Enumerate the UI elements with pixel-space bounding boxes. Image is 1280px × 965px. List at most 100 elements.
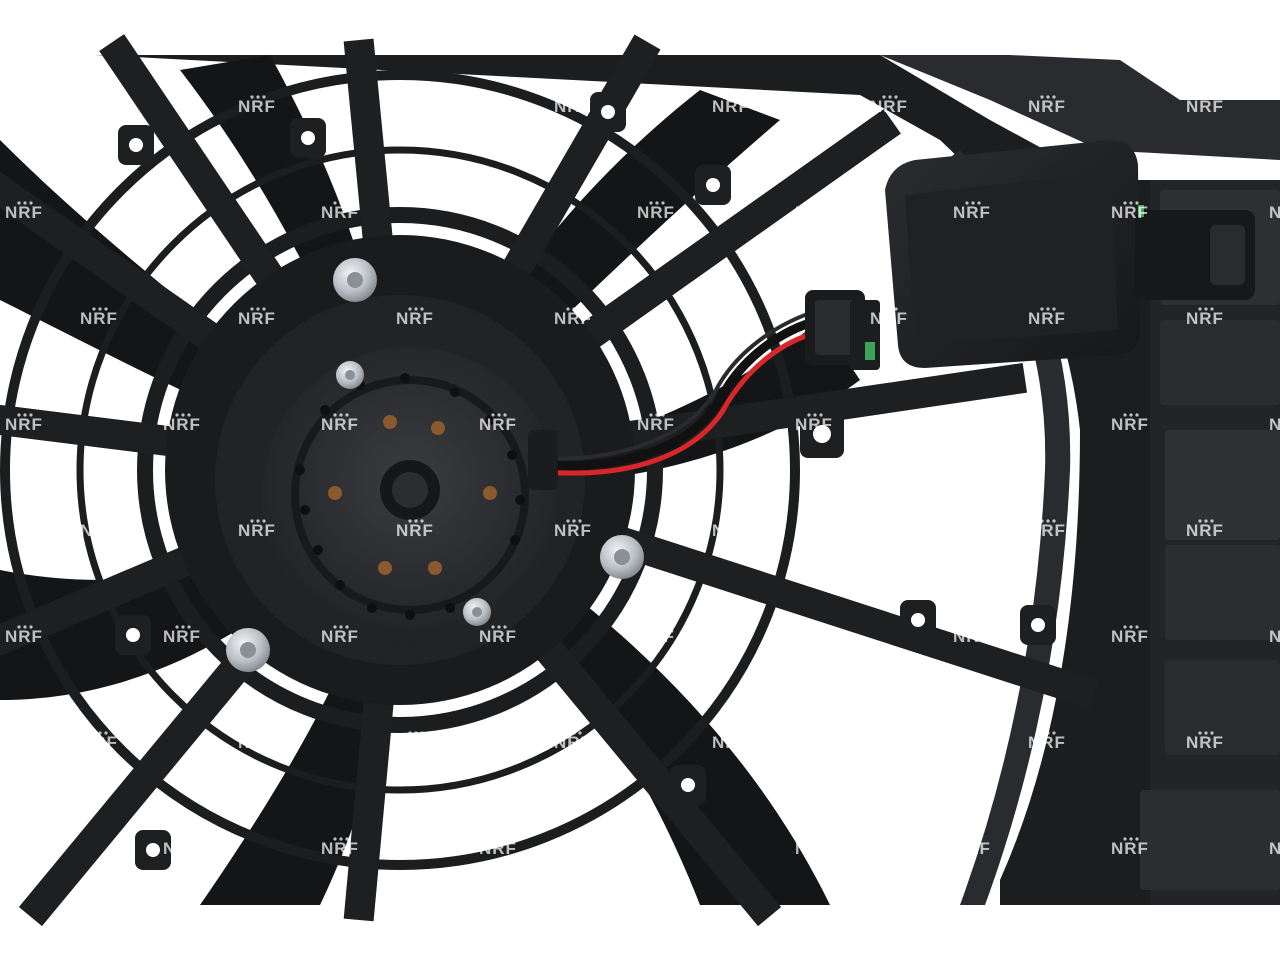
nrf-watermark-logo: NRF [1111,201,1148,222]
watermark-dot [807,413,811,417]
nrf-watermark-logo: NRF [5,413,42,434]
watermark-dot [420,731,424,735]
watermark-dot [661,413,665,417]
watermark-text: NRF [396,733,434,752]
watermark-dot [888,95,892,99]
watermark-dot [730,95,734,99]
watermark-dot [503,413,507,417]
watermark-dot [1129,625,1133,629]
watermark-text: NRF [554,733,592,752]
watermark-dot [333,413,337,417]
watermark-dot [175,201,179,205]
watermark-dot [187,201,191,205]
watermark-dot [971,837,975,841]
watermark-dot [566,95,570,99]
watermark-dot [187,837,191,841]
nrf-watermark-logo: NRF [396,307,434,328]
watermark-text: NRF [712,97,750,116]
watermark-dot [882,731,886,735]
nrf-watermark-logo: NRF [1269,627,1280,646]
watermark-dot [813,625,817,629]
nrf-watermark-logo: NRF [396,95,433,116]
watermark-dot [724,307,728,311]
blade-guard-rings [0,70,800,870]
watermark-dot [724,731,728,735]
nrf-watermark-logo: NRF [321,625,358,646]
watermark-dot [181,625,185,629]
watermark-dot [262,731,266,735]
watermark-dot [181,201,185,205]
nrf-watermark-logo: NRF [80,731,117,752]
watermark-dot [819,413,823,417]
watermark-text: NRF [396,309,434,328]
watermark-text: NRF [238,309,276,328]
nrf-watermark-logo: NRF [5,201,42,222]
watermark-dot [649,201,653,205]
watermark-dot [655,201,659,205]
watermark-dot [491,201,495,205]
watermark-dot [345,413,349,417]
watermark-dot [23,201,27,205]
watermark-dot [250,731,254,735]
watermark-text: NRF [1269,627,1280,646]
watermark-dot [655,837,659,841]
watermark-dot [578,519,582,523]
nrf-watermark-logo: NRF [1186,95,1224,116]
watermark-text: NRF [554,309,592,328]
fan-control-module [885,140,1255,368]
watermark-text: NRF [1186,97,1224,116]
watermark-dot [256,95,260,99]
watermark-dot [414,95,418,99]
nrf-watermark-logo: NRF [80,95,117,116]
watermark-text: NRF [80,309,118,328]
nrf-watermark-logo: NRF [554,307,592,328]
watermark-text: NRF [321,839,359,858]
watermark-text: NRF [554,97,592,116]
nrf-watermark-logo: NRF [80,519,117,540]
nrf-watermark-logo: NRF [321,837,359,858]
watermark-text: NRF [1269,839,1280,858]
watermark-dot [339,625,343,629]
watermark-text: NRF [953,203,991,222]
watermark-text: NRF [953,627,991,646]
watermark-text: NRF [1028,733,1066,752]
watermark-text: NRF [712,733,750,752]
watermark-dot [965,837,969,841]
watermark-dot [649,413,653,417]
watermark-text: NRF [5,839,43,858]
watermark-text: NRF [870,97,908,116]
watermark-text: NRF [637,839,675,858]
watermark-dot [491,625,495,629]
watermark-dot [1129,413,1133,417]
watermark-dot [104,519,108,523]
watermark-dot [971,201,975,205]
watermark-dot [977,201,981,205]
watermark-text: NRF [870,521,908,540]
watermark-dot [977,413,981,417]
watermark-dot [491,837,495,841]
watermark-text: NRF [795,627,833,646]
wire-connector [805,290,880,370]
nrf-watermark-logo: NRF [1186,519,1223,540]
nrf-watermark-logo: NRF [953,837,990,858]
watermark-dot [175,625,179,629]
watermark-dot [408,731,412,735]
watermark-dot [1123,201,1127,205]
watermark-dot [894,519,898,523]
watermark-dot [1204,307,1208,311]
watermark-dot [256,307,260,311]
nrf-watermark-logo: NRF [554,95,592,116]
watermark-dot [1135,625,1139,629]
watermark-dot [1210,95,1214,99]
nrf-watermark-logo: NRF [712,95,750,116]
nrf-watermark-logo: NRF [1028,519,1065,540]
watermark-dot [649,837,653,841]
watermark-dot [1135,413,1139,417]
watermark-dot [1123,837,1127,841]
watermark-dot [92,519,96,523]
nrf-watermark-logo: NRF [396,731,434,752]
watermark-dot [572,731,576,735]
watermark-dot [333,837,337,841]
